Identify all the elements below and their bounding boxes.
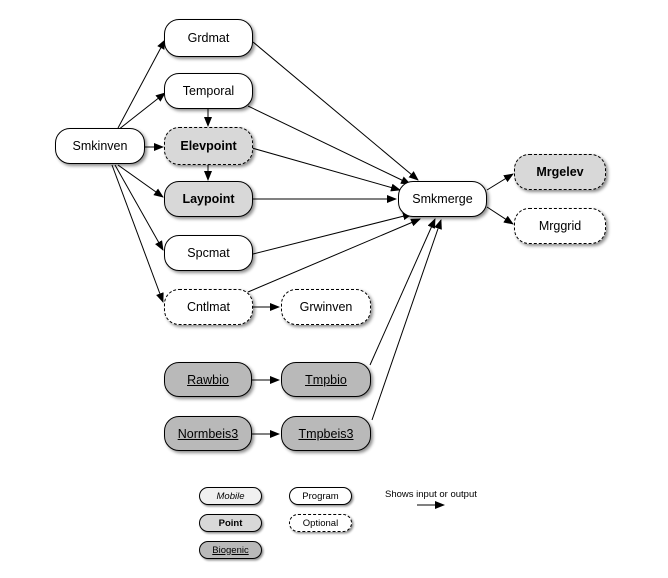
node-label: Temporal [182,84,235,98]
node-smkinven: Smkinven [55,128,145,164]
edge-elevpoint-smkmerge [251,147,401,192]
node-grdmat: Grdmat [164,19,253,57]
legend-label: Program [302,490,339,502]
node-label: Grdmat [187,31,230,45]
node-smkmerge: Smkmerge [398,181,487,217]
legend-point: Point [199,514,262,532]
node-mrggrid: Mrggrid [514,208,606,244]
legend-optional: Optional [289,514,352,532]
node-elevpoint: Elevpoint [164,127,253,165]
legend-label: Optional [302,517,339,529]
node-label: Elevpoint [180,139,237,153]
node-label: Spcmat [187,246,230,260]
node-label: Normbeis3 [177,426,239,441]
legend-label: Biogenic [212,544,249,556]
edge-grdmat-smkmerge [252,41,419,181]
node-label: Mrggrid [538,219,582,233]
node-tmpbio: Tmpbio [281,362,371,397]
node-label: Cntlmat [186,300,231,314]
edge-temporal-smkmerge [247,105,411,185]
node-laypoint: Laypoint [164,181,253,217]
edge-smkinven-cntlmat [111,164,164,303]
node-label: Mrgelev [536,165,584,179]
node-label: Rawbio [187,372,229,387]
node-rawbio: Rawbio [164,362,252,397]
node-label: Tmpbeis3 [298,426,354,441]
edge-smkinven-laypoint [117,164,164,198]
node-spcmat: Spcmat [164,235,253,271]
node-tmpbeis3: Tmpbeis3 [281,416,371,451]
legend-program: Program [289,487,352,505]
legend-label: Point [218,517,243,529]
edge-spcmat-smkmerge [252,212,413,255]
node-normbeis3: Normbeis3 [164,416,252,451]
node-label: Laypoint [182,192,235,206]
node-temporal: Temporal [164,73,253,109]
edge-smkinven-spcmat [114,164,164,251]
node-cntlmat: Cntlmat [164,289,253,325]
legend-biogenic: Biogenic [199,541,262,559]
edge-tmpbeis3-smkmerge [371,219,442,421]
legend-mobile: Mobile [199,487,262,505]
node-label: Smkinven [72,139,128,153]
legend-label: Mobile [216,490,245,502]
node-label: Smkmerge [412,192,473,206]
edge-cntlmat-smkmerge [247,218,421,293]
edge-smkinven-temporal [117,92,166,131]
edge-smkinven-grdmat [117,39,166,129]
node-label: Grwinven [299,300,353,314]
edge-tmpbio-smkmerge [369,218,436,366]
edge-smkmerge-mrggrid [486,206,514,225]
node-mrgelev: Mrgelev [514,154,606,190]
node-grwinven: Grwinven [281,289,371,325]
node-label: Tmpbio [305,372,347,387]
edge-smkmerge-mrgelev [486,173,514,191]
legend-arrow-note: Shows input or output [385,489,477,500]
